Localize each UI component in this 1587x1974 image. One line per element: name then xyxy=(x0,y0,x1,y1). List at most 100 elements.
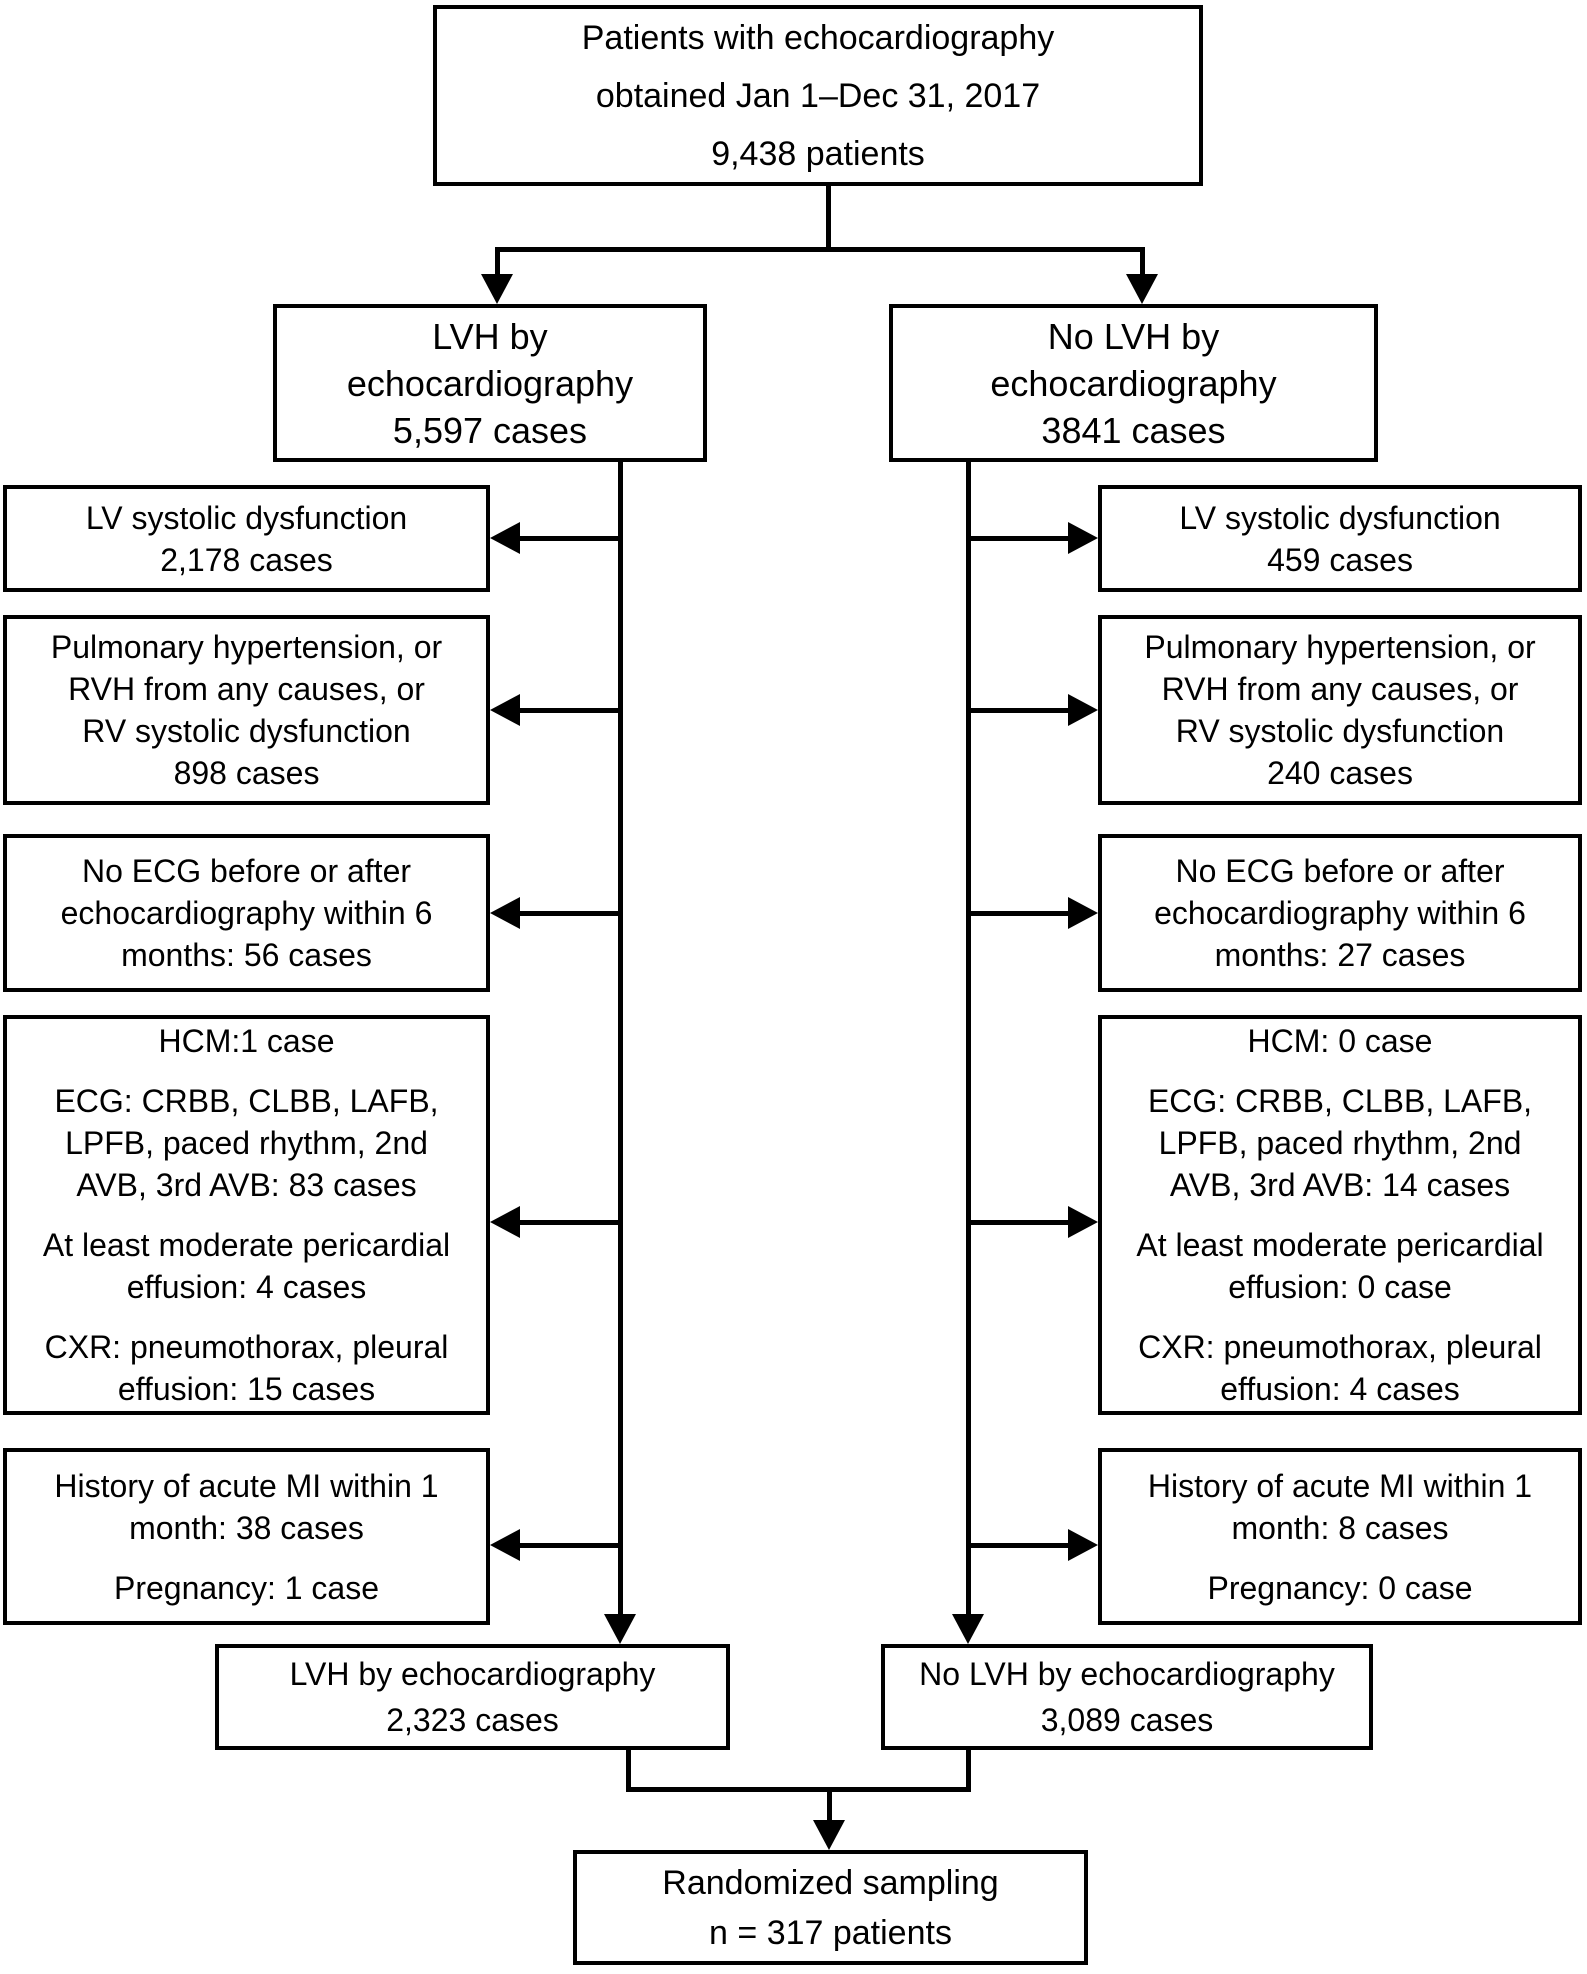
connector-exclusion-right-5 xyxy=(966,1543,1070,1548)
text-line: RV systolic dysfunction xyxy=(1175,713,1505,749)
connector-top-splitter xyxy=(495,247,1145,252)
arrowhead-down-right-branch xyxy=(1126,274,1158,304)
text-line: 459 cases xyxy=(1267,541,1413,578)
connector-trunk-right xyxy=(966,460,971,1614)
text-line: LPFB, paced rhythm, 2nd xyxy=(1158,1125,1522,1161)
text-line: 240 cases xyxy=(1267,755,1413,791)
box-right-exclusion-lv-systolic: LV systolic dysfunction 459 cases xyxy=(1098,485,1582,592)
box-lvh-by-echo: LVH by echocardiography 5,597 cases xyxy=(273,304,707,462)
text-line: HCM: 0 case xyxy=(1247,1023,1433,1059)
arrowhead-left-3 xyxy=(490,897,520,929)
box-left-exclusion-hcm-ecg-other: HCM:1 case ECG: CRBB, CLBB, LAFB, LPFB, … xyxy=(3,1015,490,1415)
connector-stub-bottom-left xyxy=(626,1748,631,1792)
connector-drop-left-branch xyxy=(495,247,500,277)
box-right-exclusion-mi-pregnancy: History of acute MI within 1 month: 8 ca… xyxy=(1098,1448,1582,1625)
connector-drop-final xyxy=(827,1787,832,1822)
text-line: n = 317 patients xyxy=(709,1913,952,1952)
connector-exclusion-left-3 xyxy=(518,911,622,916)
text-line: echocardiography xyxy=(346,362,634,404)
text-line: echocardiography within 6 xyxy=(1154,895,1526,931)
box-result-lvh: LVH by echocardiography 2,323 cases xyxy=(215,1644,730,1750)
text-line: 2,323 cases xyxy=(386,1702,559,1738)
arrowhead-down-final xyxy=(813,1820,845,1850)
connector-exclusion-left-1 xyxy=(518,536,622,541)
text-line: At least moderate pericardial xyxy=(42,1227,451,1263)
arrowhead-left-5 xyxy=(490,1529,520,1561)
text-line: RVH from any causes, or xyxy=(1161,671,1519,707)
text-line: 898 cases xyxy=(173,755,320,791)
box-right-exclusion-hcm-ecg-other: HCM: 0 case ECG: CRBB, CLBB, LAFB, LPFB,… xyxy=(1098,1015,1582,1415)
box-left-exclusion-lv-systolic: LV systolic dysfunction 2,178 cases xyxy=(3,485,490,592)
text-line: echocardiography within 6 xyxy=(60,895,433,931)
connector-exclusion-left-2 xyxy=(518,708,622,713)
text-line: RVH from any causes, or xyxy=(68,671,425,707)
text-line: CXR: pneumothorax, pleural xyxy=(1138,1329,1542,1365)
connector-trunk-left xyxy=(618,460,623,1614)
text-line: RV systolic dysfunction xyxy=(82,713,411,749)
text-line: HCM:1 case xyxy=(158,1023,335,1059)
arrowhead-left-1 xyxy=(490,522,520,554)
text-line: 3,089 cases xyxy=(1040,1702,1214,1738)
text-line: LV systolic dysfunction xyxy=(85,499,408,536)
arrowhead-right-3 xyxy=(1068,897,1098,929)
connector-bottom-merge xyxy=(626,1787,971,1792)
text-line: ECG: CRBB, CLBB, LAFB, xyxy=(54,1083,439,1119)
arrowhead-down-result-lvh xyxy=(604,1614,636,1644)
text-line: Pulmonary hypertension, or xyxy=(1144,629,1536,665)
connector-exclusion-right-3 xyxy=(966,911,1070,916)
connector-exclusion-left-4 xyxy=(518,1220,622,1225)
connector-exclusion-right-4 xyxy=(966,1220,1070,1225)
box-randomized-sampling: Randomized sampling n = 317 patients xyxy=(573,1850,1088,1965)
text-line: Patients with echocardiography xyxy=(581,18,1055,57)
box-no-lvh-by-echo: No LVH by echocardiography 3841 cases xyxy=(889,304,1378,462)
box-right-exclusion-pulm-htn: Pulmonary hypertension, or RVH from any … xyxy=(1098,615,1582,805)
text-line: month: 38 cases xyxy=(129,1509,364,1546)
text-line: LVH by echocardiography xyxy=(289,1656,656,1692)
text-line: No ECG before or after xyxy=(1175,853,1505,889)
text-line: AVB, 3rd AVB: 83 cases xyxy=(76,1167,417,1203)
text-line: Randomized sampling xyxy=(662,1863,999,1902)
text-line: effusion: 4 cases xyxy=(126,1269,367,1305)
text-line: months: 56 cases xyxy=(121,937,372,973)
arrowhead-right-5 xyxy=(1068,1529,1098,1561)
text-line: Pulmonary hypertension, or xyxy=(50,629,443,665)
arrowhead-right-1 xyxy=(1068,522,1098,554)
text-line: AVB, 3rd AVB: 14 cases xyxy=(1169,1167,1511,1203)
arrowhead-right-2 xyxy=(1068,694,1098,726)
arrowhead-left-2 xyxy=(490,694,520,726)
connector-drop-right-branch xyxy=(1140,247,1145,277)
connector-exclusion-left-5 xyxy=(518,1543,622,1548)
arrowhead-down-left-branch xyxy=(481,274,513,304)
text-line: ECG: CRBB, CLBB, LAFB, xyxy=(1147,1083,1533,1119)
text-line: Pregnancy: 0 case xyxy=(1207,1569,1473,1606)
text-line: 3841 cases xyxy=(1041,409,1226,451)
box-patients-total: Patients with echocardiography obtained … xyxy=(433,5,1203,186)
text-line: echocardiography xyxy=(990,362,1277,404)
arrowhead-left-4 xyxy=(490,1206,520,1238)
text-line: LPFB, paced rhythm, 2nd xyxy=(65,1125,428,1161)
connector-exclusion-right-1 xyxy=(966,536,1070,541)
text-line: LV systolic dysfunction xyxy=(1179,499,1501,536)
arrowhead-right-4 xyxy=(1068,1206,1098,1238)
text-line: At least moderate pericardial xyxy=(1136,1227,1544,1263)
box-right-exclusion-no-ecg: No ECG before or after echocardiography … xyxy=(1098,834,1582,992)
text-line: No LVH by xyxy=(1047,315,1220,357)
box-left-exclusion-no-ecg: No ECG before or after echocardiography … xyxy=(3,834,490,992)
text-line: History of acute MI within 1 xyxy=(1147,1467,1533,1504)
text-line: months: 27 cases xyxy=(1214,937,1466,973)
connector-exclusion-right-2 xyxy=(966,708,1070,713)
text-line: effusion: 4 cases xyxy=(1220,1371,1460,1407)
text-line: month: 8 cases xyxy=(1231,1509,1449,1546)
text-line: effusion: 0 case xyxy=(1228,1269,1452,1305)
connector-stub-bottom-right xyxy=(966,1748,971,1792)
box-left-exclusion-pulm-htn: Pulmonary hypertension, or RVH from any … xyxy=(3,615,490,805)
text-line: 9,438 patients xyxy=(711,134,925,173)
text-line: History of acute MI within 1 xyxy=(54,1467,439,1504)
text-line: obtained Jan 1–Dec 31, 2017 xyxy=(595,76,1041,115)
connector-top-stub xyxy=(826,184,831,250)
text-line: CXR: pneumothorax, pleural xyxy=(44,1329,449,1365)
text-line: Pregnancy: 1 case xyxy=(113,1569,380,1606)
arrowhead-down-result-no-lvh xyxy=(952,1614,984,1644)
text-line: 5,597 cases xyxy=(392,409,588,451)
